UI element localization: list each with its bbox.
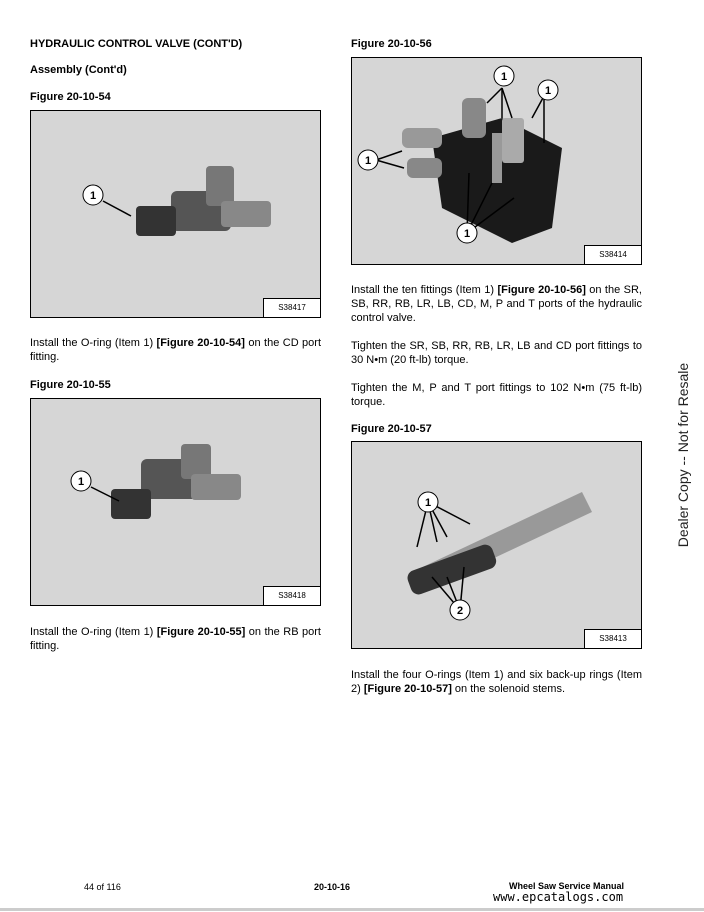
figure-reference: [Figure 20-10-56] [497, 284, 586, 296]
tee-fitting-photo: 1 [70, 444, 241, 519]
figure-reference: [Figure 20-10-54] [156, 337, 245, 349]
solenoid-stem-photo: 12 [407, 491, 592, 621]
svg-text:1: 1 [425, 497, 431, 509]
figure-20-10-56: 1 1 1 1 S38414 [351, 57, 642, 265]
figure-title: Figure 20-10-55 [30, 379, 111, 391]
svg-text:2: 2 [457, 605, 463, 617]
control-valve-photo: 1 1 1 1 [357, 65, 562, 244]
footer-divider [0, 908, 704, 911]
tee-fitting-photo: 1 [82, 166, 271, 236]
figure-20-10-54: 1 S38417 [30, 110, 321, 318]
figure-tag: S38414 [584, 245, 641, 264]
svg-text:1: 1 [78, 476, 84, 488]
text: on the RB port fitting. [30, 626, 321, 652]
manual-title: Wheel Saw Service Manual [509, 881, 625, 891]
svg-text:1: 1 [90, 190, 96, 202]
text: Install the O-ring (Item 1) [30, 337, 157, 349]
svg-text:1: 1 [365, 155, 371, 167]
figure-title: Figure 20-10-54 [30, 91, 111, 103]
figure-20-10-55: 1 S38418 [30, 398, 321, 606]
instruction-paragraph: Install the four O-rings (Item 1) and si… [351, 668, 642, 696]
figure-tag: S38418 [263, 586, 320, 605]
text: on the CD port fitting. [30, 337, 322, 363]
figure-reference: [Figure 20-10-55] [156, 626, 246, 638]
page-count: 44 of 116 [84, 882, 121, 892]
section-title: HYDRAULIC CONTROL VALVE (CONT'D) [30, 38, 243, 50]
svg-text:1: 1 [464, 228, 470, 240]
text: Install the ten fittings (Item 1) [351, 284, 498, 296]
figure-tag: S38413 [584, 629, 641, 648]
text: on the solenoid stems. [451, 683, 565, 695]
svg-text:1: 1 [501, 71, 507, 83]
watermark: Dealer Copy -- Not for Resale [675, 362, 691, 548]
subsection-title: Assembly (Cont'd) [30, 64, 127, 76]
text: Install the four O-rings (Item 1) and si… [351, 669, 642, 695]
figure-title: Figure 20-10-57 [351, 423, 432, 435]
text: Install the O-ring (Item 1) [30, 626, 157, 638]
instruction-paragraph: Install the ten fittings (Item 1) [Figur… [351, 283, 642, 325]
instruction-paragraph: Install the O-ring (Item 1) [Figure 20-1… [30, 336, 321, 364]
page-number: 20-10-16 [314, 882, 351, 892]
instruction-paragraph: Install the O-ring (Item 1) [Figure 20-1… [30, 625, 321, 653]
svg-text:1: 1 [545, 85, 551, 97]
instruction-paragraph: Tighten the M, P and T port fittings to … [351, 382, 642, 408]
instruction-paragraph: Tighten the SR, SB, RR, RB, LR, LB and C… [351, 340, 642, 366]
figure-reference: [Figure 20-10-57] [363, 683, 452, 695]
site-watermark: www.epcatalogs.com [493, 890, 624, 904]
figure-title: Figure 20-10-56 [351, 38, 432, 50]
text: on the SR, SB, RR, RB, LR, LB, CD, M, P … [351, 284, 642, 324]
figure-tag: S38417 [263, 298, 320, 317]
